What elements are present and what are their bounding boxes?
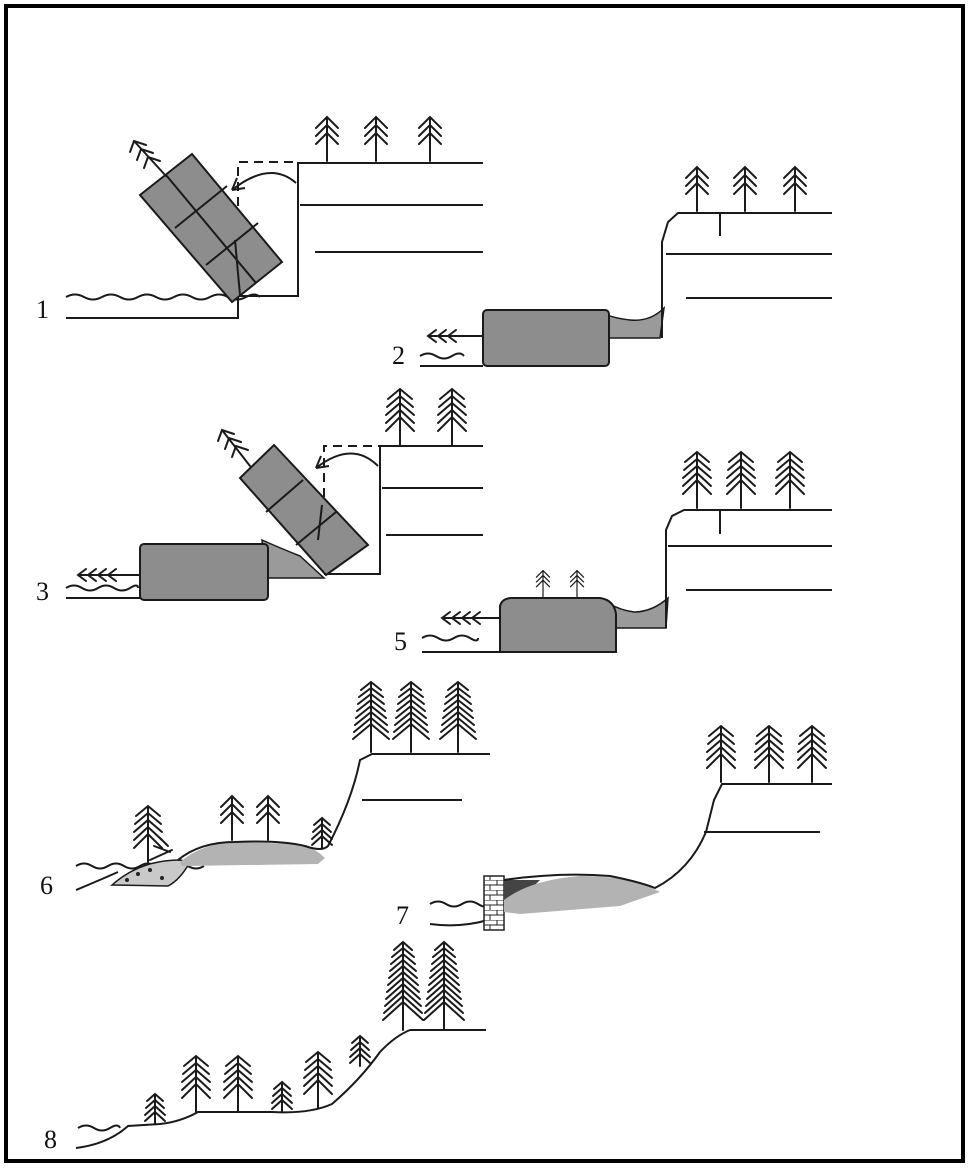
fallen-tree-icon <box>130 141 166 176</box>
conifer-tree-icon <box>536 571 549 597</box>
conifer-tree-icon <box>686 167 708 211</box>
fallen-tree-icon <box>428 330 483 342</box>
conifer-tree-icon <box>350 1036 370 1066</box>
rotation-arrow-icon <box>232 173 296 190</box>
stage-3: 3 <box>36 389 483 606</box>
fallen-tree-icon <box>78 569 140 581</box>
displaced-block <box>140 544 268 600</box>
conifer-tree-icon <box>257 796 279 840</box>
conifer-tree-icon <box>386 389 414 445</box>
conifer-tree-icon <box>353 682 389 752</box>
conifer-tree-icon <box>419 117 441 161</box>
displaced-block <box>483 310 609 366</box>
conifer-tree-icon <box>304 1052 332 1108</box>
conifer-tree-icon <box>145 1094 165 1124</box>
conifer-tree-icon <box>221 796 243 840</box>
displaced-block <box>500 598 616 652</box>
conifer-tree-icon <box>312 818 332 848</box>
stage-7: 7 <box>396 726 832 930</box>
fallen-tree-icon <box>442 612 500 624</box>
slope-sediment <box>610 598 668 628</box>
stage-5: 5 <box>394 452 832 656</box>
stage-label: 3 <box>36 577 49 606</box>
conifer-tree-icon <box>798 726 826 782</box>
conifer-tree-icon <box>776 452 804 508</box>
conifer-tree-icon <box>438 389 466 445</box>
stage-1: 1 <box>36 117 483 324</box>
shore-deposit <box>112 860 190 886</box>
stage-8: 8 <box>44 942 486 1154</box>
stage-label: 2 <box>392 341 405 370</box>
conifer-tree-icon <box>707 726 735 782</box>
conifer-tree-icon <box>182 1056 210 1112</box>
conifer-tree-icon <box>683 452 711 508</box>
conifer-tree-icon <box>383 942 423 1030</box>
conifer-tree-icon <box>272 1082 292 1112</box>
retaining-wall-icon <box>484 876 504 930</box>
conifer-tree-icon <box>570 571 583 597</box>
stage-label: 8 <box>44 1125 57 1154</box>
conifer-tree-icon <box>224 1056 252 1112</box>
stage-label: 5 <box>394 627 407 656</box>
conifer-tree-icon <box>784 167 806 211</box>
conifer-tree-icon <box>440 682 476 752</box>
conifer-tree-icon <box>365 117 387 161</box>
conifer-tree-icon <box>727 452 755 508</box>
conifer-tree-icon <box>316 117 338 161</box>
fallen-tree-icon <box>218 430 250 466</box>
stage-label: 7 <box>396 901 409 930</box>
conifer-tree-icon <box>424 942 464 1030</box>
conifer-tree-icon <box>393 682 429 752</box>
stage-6: 6 <box>40 682 490 900</box>
stage-label: 6 <box>40 871 53 900</box>
conifer-tree-icon <box>134 806 162 862</box>
stage-label: 1 <box>36 295 49 324</box>
stage-2: 2 <box>392 167 832 370</box>
conifer-tree-icon <box>734 167 756 211</box>
conifer-tree-icon <box>755 726 783 782</box>
tilted-block <box>140 154 282 302</box>
